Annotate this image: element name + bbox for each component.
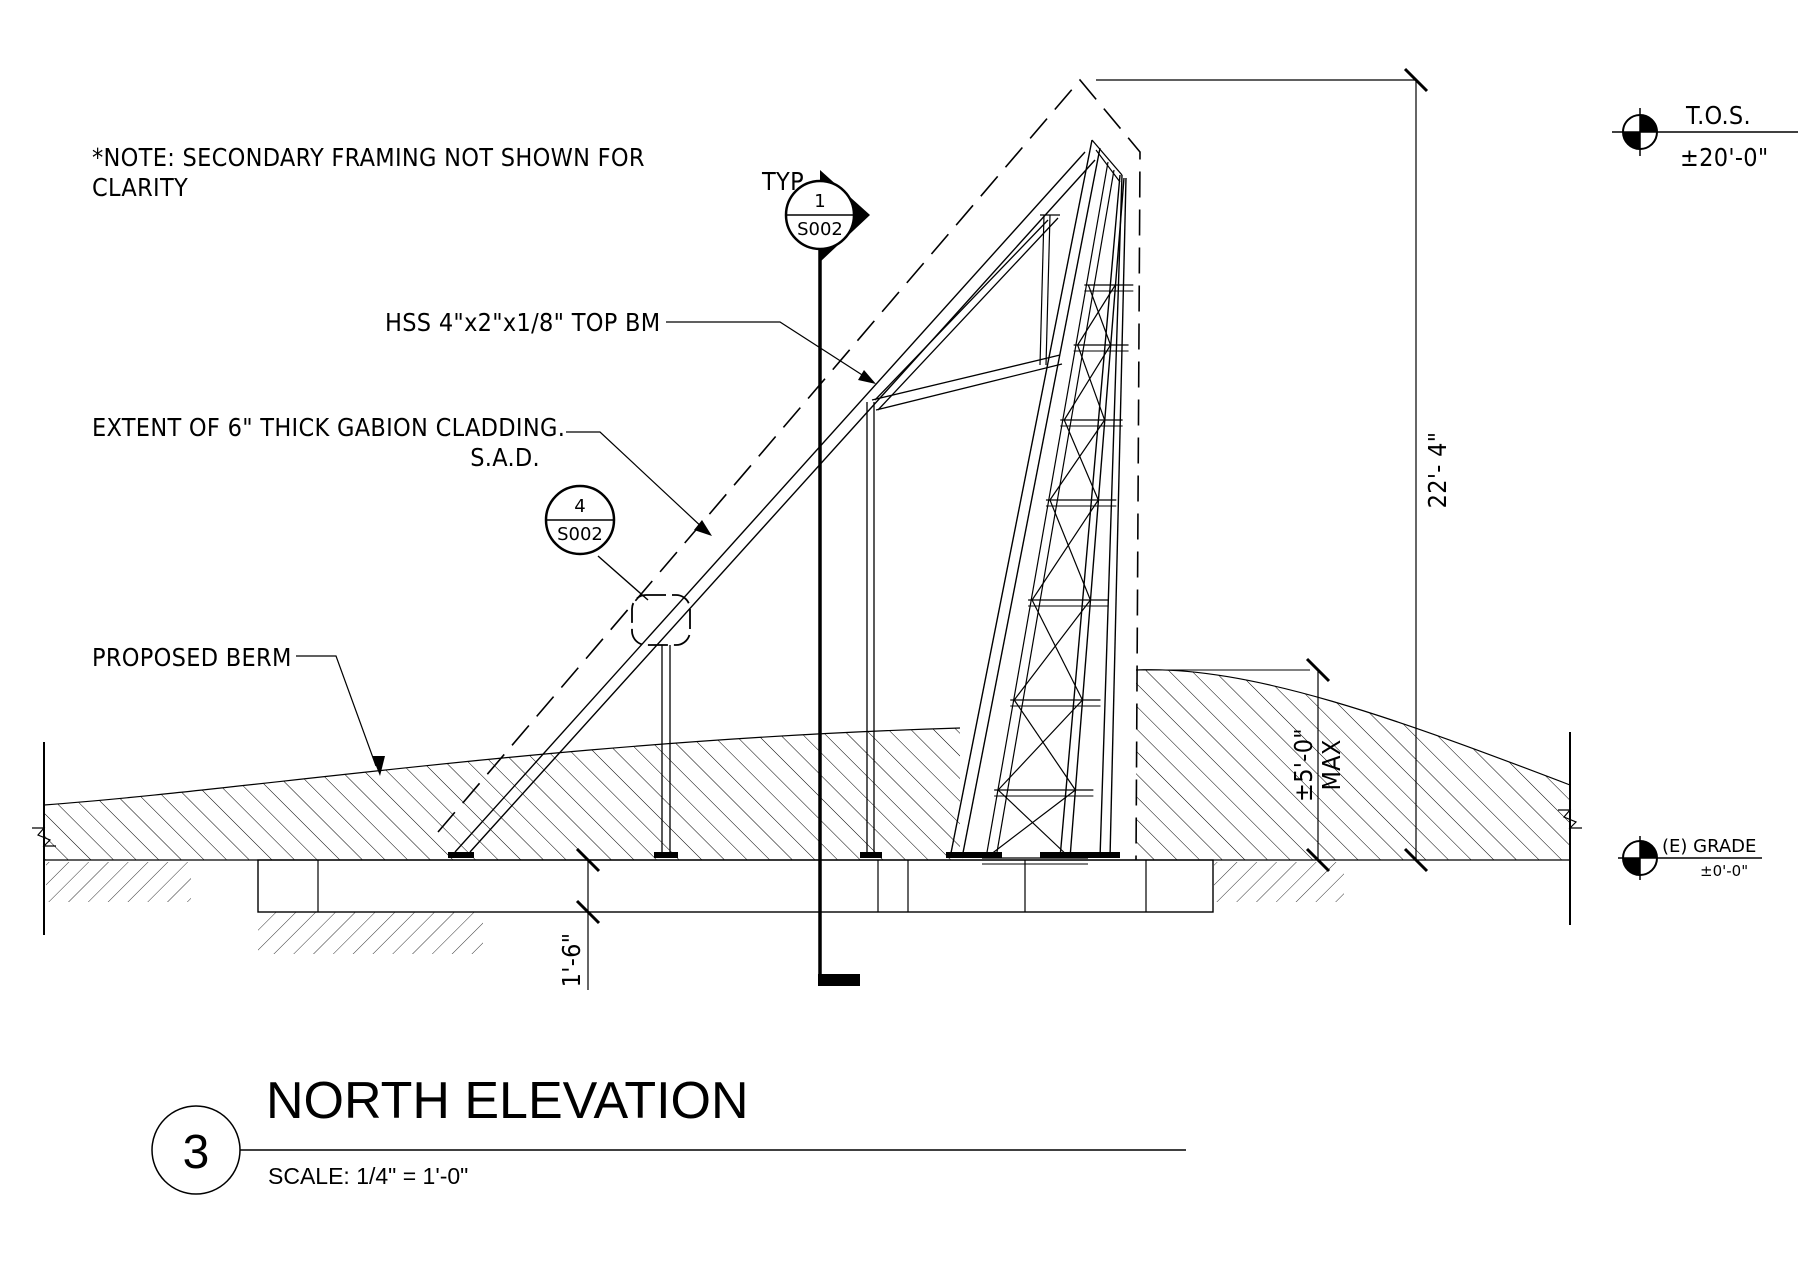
gabion-callout-line-1: EXTENT OF 6" THICK GABION CLADDING. (92, 413, 565, 442)
proposed-berm (43, 669, 1571, 860)
truss-brace (1013, 699, 1076, 791)
truss-brace (1049, 499, 1091, 601)
tos-value: ±20'-0" (1680, 143, 1769, 172)
berm-height-dimension (1305, 657, 1331, 873)
diagonal-hss-member (454, 151, 1096, 853)
truss-brace (1063, 344, 1112, 421)
truss-brace (1031, 599, 1084, 701)
truss-brace (1077, 344, 1106, 421)
detail-marker-number: 4 (574, 496, 585, 517)
drawing-title: NORTH ELEVATION (266, 1072, 749, 1130)
truss-brace (997, 699, 1083, 791)
grade-label: (E) GRADE (1662, 836, 1756, 857)
gabion-callout-line-2: S.A.D. (470, 443, 540, 472)
gabion-cladding-extent (437, 78, 1141, 861)
typ-label: TYP (761, 167, 804, 196)
grade-value: ±0'-0" (1700, 862, 1748, 880)
base-plates (448, 852, 1120, 858)
truss-brace (997, 789, 1071, 859)
truss-brace (1077, 284, 1116, 346)
detail-marker-sheet: S002 (557, 524, 603, 545)
berm-height-note: MAX (1317, 739, 1346, 790)
truss-column (949, 139, 1134, 865)
section-marker-sheet: S002 (797, 219, 843, 240)
section-marker-number: 1 (814, 191, 825, 212)
truss-brace (1031, 499, 1099, 601)
top-beam-callout: HSS 4"x2"x1/8" TOP BM (385, 308, 660, 337)
berm-height-value: ±5'-0" (1289, 728, 1318, 802)
detail-4-cloud (631, 594, 691, 646)
truss-brace (985, 789, 1076, 859)
note-line-1: *NOTE: SECONDARY FRAMING NOT SHOWN FOR (92, 143, 645, 172)
note-line-2: CLARITY (92, 173, 188, 202)
title-block (151, 1105, 1186, 1195)
overall-height-dimension (1096, 67, 1429, 873)
grade-level-symbol (1618, 836, 1762, 880)
section-marker (784, 170, 870, 262)
tos-level-symbol (1612, 108, 1798, 156)
footing-depth-value: 1'-6" (557, 933, 586, 988)
truss-brace (1063, 419, 1099, 501)
footing (257, 859, 1214, 913)
tos-label: T.O.S. (1685, 101, 1751, 130)
truss-brace (1087, 284, 1112, 346)
detail-marker (544, 484, 616, 556)
truss-brace (1013, 599, 1091, 701)
truss-brace (1049, 419, 1106, 501)
support-posts (661, 402, 875, 858)
existing-earth-hatch (46, 862, 1344, 954)
detail-number: 3 (183, 1126, 210, 1179)
callout-leaders (296, 321, 876, 776)
drawing-scale: SCALE: 1/4" = 1'-0" (268, 1163, 468, 1189)
berm-callout: PROPOSED BERM (92, 643, 292, 672)
footing-depth-dimension (575, 847, 601, 990)
section-cut-line (818, 195, 860, 986)
overall-height-value: 22'- 4" (1423, 432, 1452, 509)
